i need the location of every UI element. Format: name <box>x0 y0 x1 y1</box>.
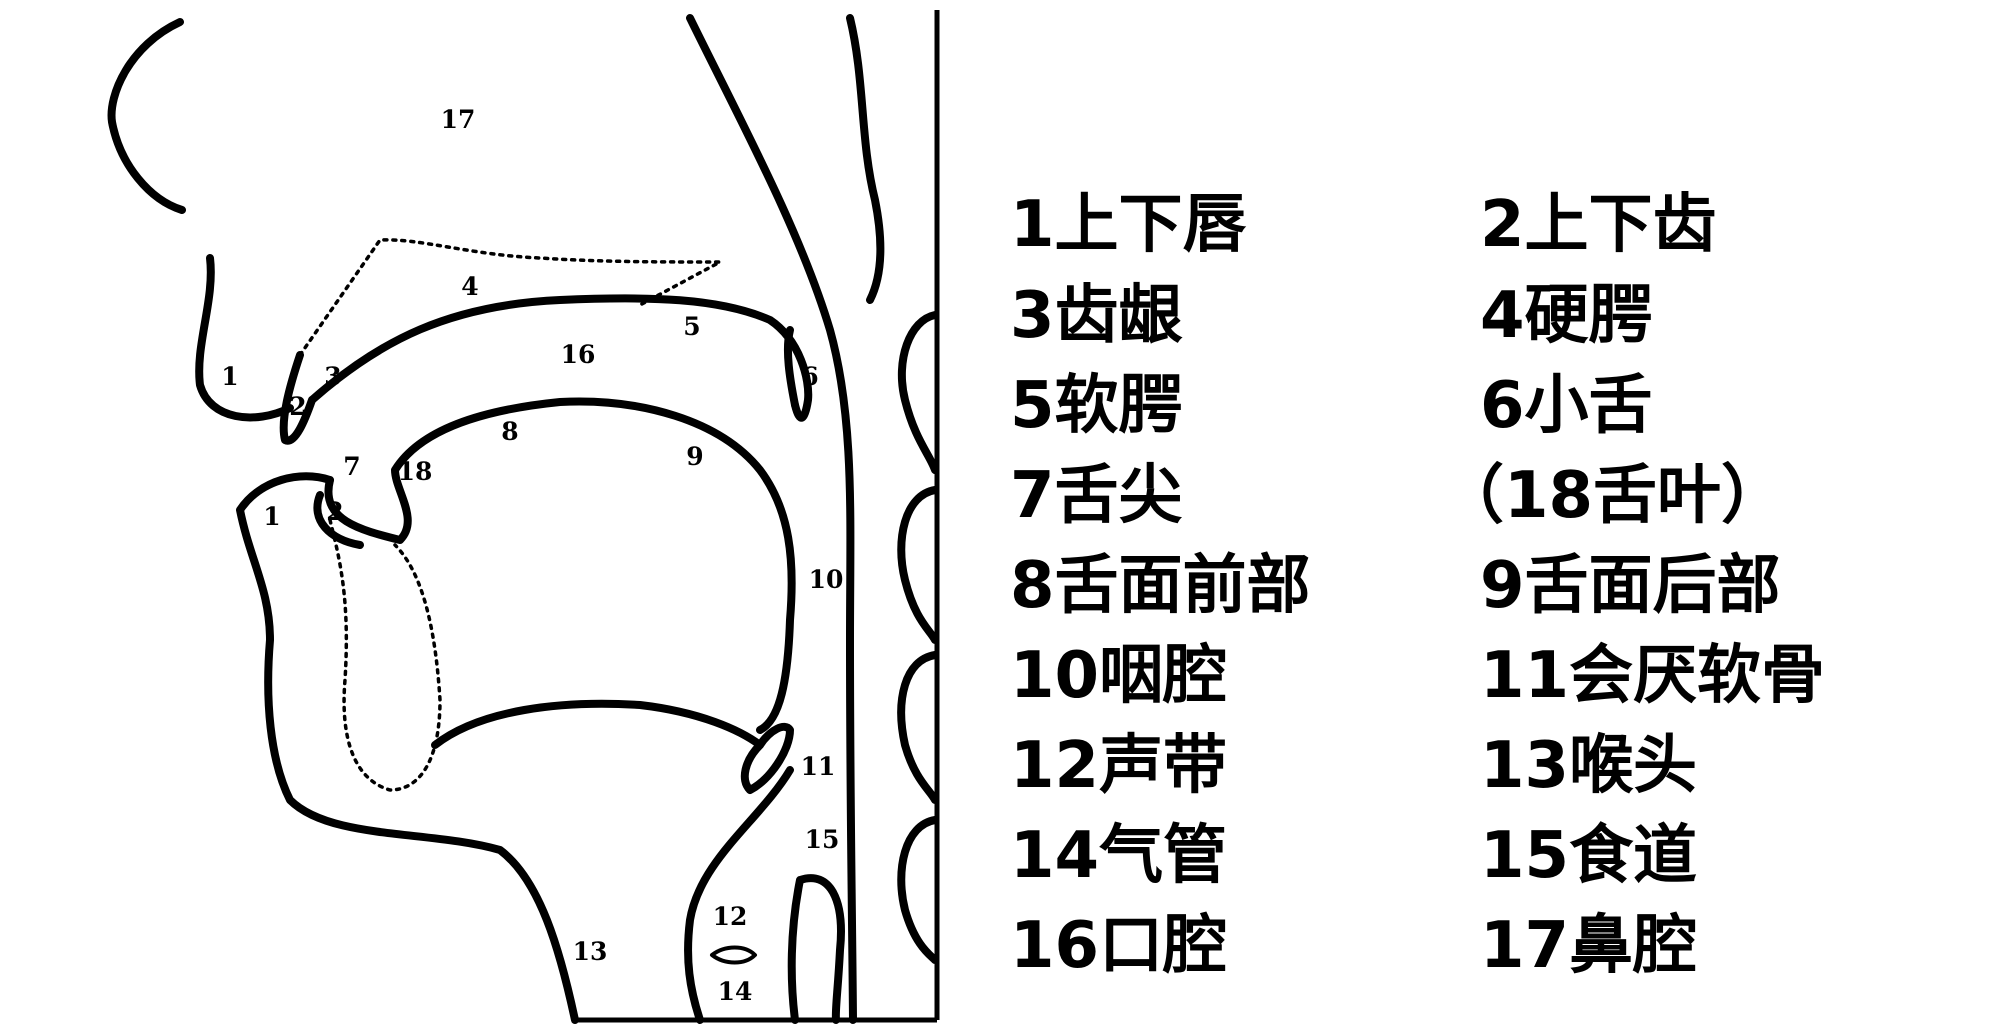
region-label: 18 <box>398 457 433 486</box>
region-labels: 17123451667188912101115121314 <box>221 105 843 1006</box>
region-label: 15 <box>805 825 840 854</box>
legend-item: 5软腭 <box>1010 361 1183 451</box>
legend-item: 7舌尖 <box>1010 451 1183 541</box>
region-label: 2 <box>289 392 306 421</box>
region-label: 6 <box>801 362 818 391</box>
legend-item: 13喉头 <box>1480 721 1697 811</box>
legend-item: 17鼻腔 <box>1480 901 1697 991</box>
jaw-dotted-contour <box>330 520 440 790</box>
region-label: 17 <box>441 105 476 134</box>
region-label: 1 <box>263 502 280 531</box>
vocal-folds-outline <box>712 948 755 963</box>
region-label: 2 <box>326 497 343 526</box>
nose-outline <box>112 22 182 210</box>
region-label: 3 <box>324 362 341 391</box>
region-label: 7 <box>343 452 360 481</box>
region-label: 4 <box>461 272 478 301</box>
mouth-floor <box>435 704 760 745</box>
spine-vertebrae <box>901 315 935 960</box>
legend-item: 4硬腭 <box>1480 271 1653 361</box>
esophagus-outline <box>792 878 841 1020</box>
legend-item: 16口腔 <box>1010 901 1227 991</box>
legend-item: 8舌面前部 <box>1010 541 1311 631</box>
region-label: 13 <box>573 937 608 966</box>
legend-item: 11会厌软骨 <box>1480 631 1825 721</box>
tongue-surface <box>328 402 791 730</box>
legend-item: 1上下唇 <box>1010 180 1247 270</box>
region-label: 10 <box>809 565 844 594</box>
region-label: 1 <box>221 362 238 391</box>
legend-item: 12声带 <box>1010 721 1227 811</box>
region-label: 9 <box>686 442 703 471</box>
region-label: 8 <box>501 417 518 446</box>
legend-item: 10咽腔 <box>1010 631 1227 721</box>
upper-lip-outline <box>199 258 290 417</box>
legend-item: 3齿龈 <box>1010 271 1183 361</box>
region-label: 14 <box>718 977 753 1006</box>
region-label: 12 <box>713 902 748 931</box>
region-label: 16 <box>561 340 596 369</box>
region-label: 11 <box>801 752 836 781</box>
spine-front-edge <box>850 18 880 300</box>
legend-item: 14气管 <box>1010 811 1227 901</box>
legend-item: 9舌面后部 <box>1480 541 1781 631</box>
region-label: 5 <box>683 312 700 341</box>
legend-item: 6小舌 <box>1480 361 1653 451</box>
legend-item: 15食道 <box>1480 811 1697 901</box>
legend-item: （18舌叶） <box>1440 451 1785 541</box>
legend-item: 2上下齿 <box>1480 180 1717 270</box>
